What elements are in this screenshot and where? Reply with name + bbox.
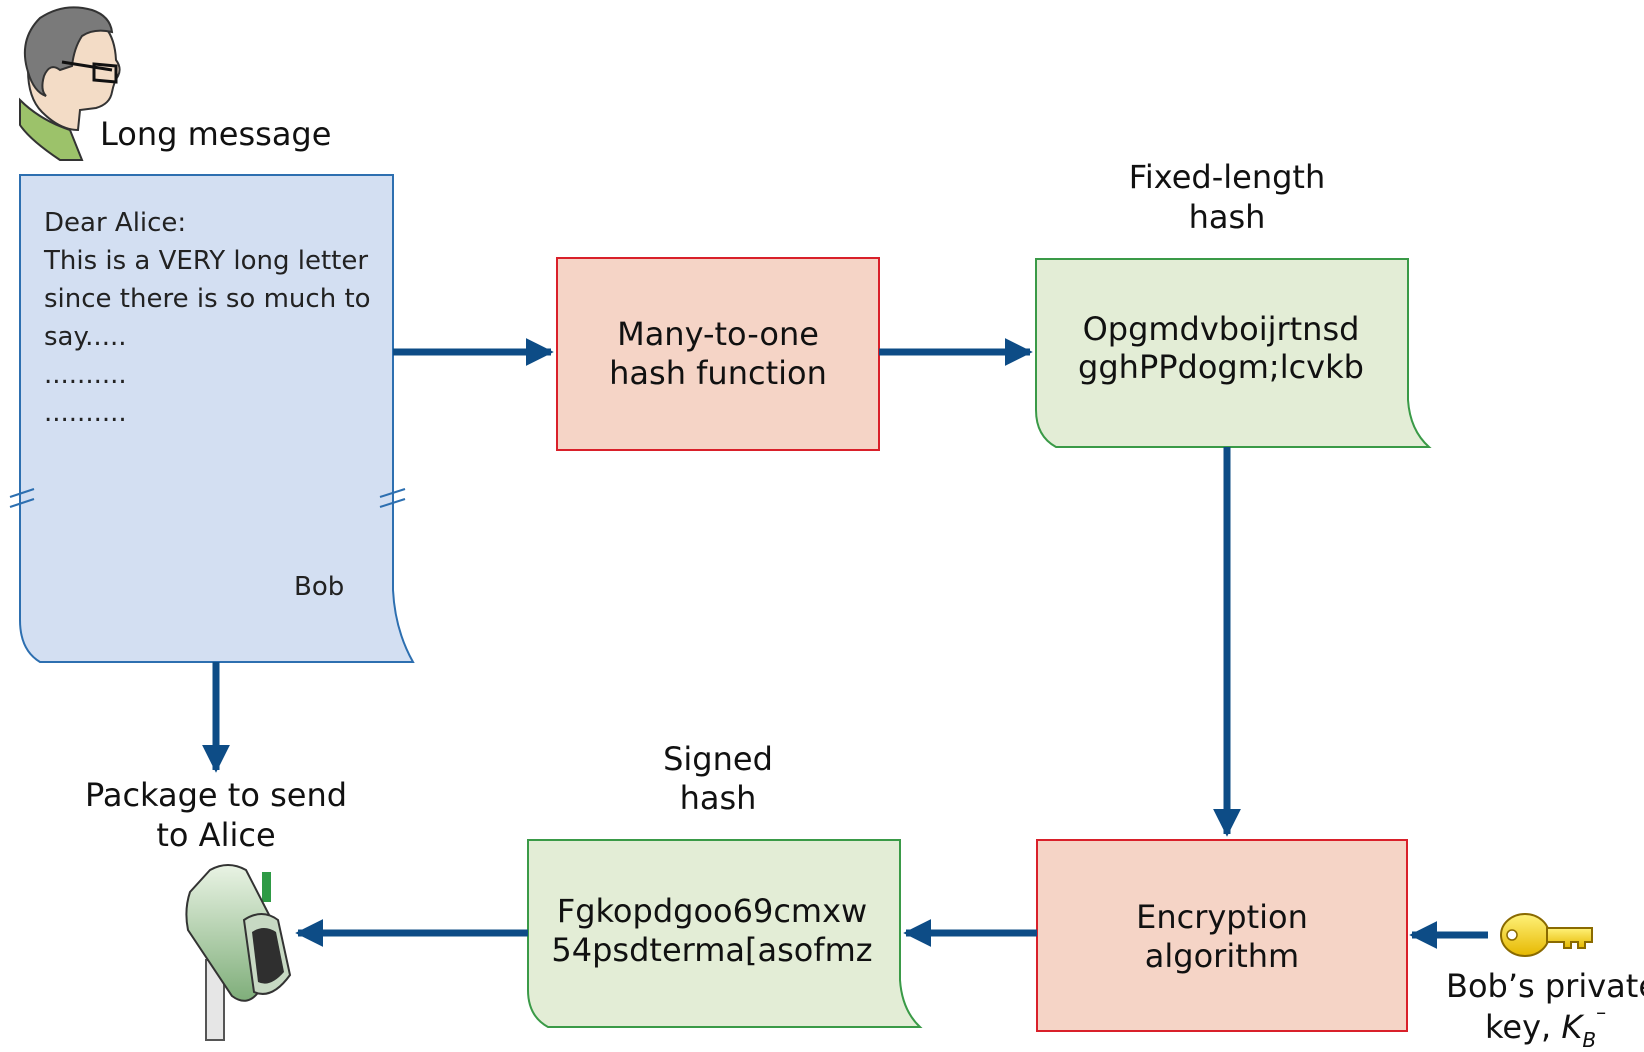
svg-text:..........: .......... [44,398,127,428]
encryption-box [1036,839,1408,1032]
person-with-glasses-icon [19,6,121,161]
signed-hash-caption-1: Signed [663,740,773,778]
svg-text:Dear Alice:: Dear Alice: [44,208,186,238]
letter-signature: Bob [294,572,344,602]
hash-function-label-2: hash function [609,354,827,392]
signed-hash-value-1: Fgkopdgoo69cmxw [557,892,867,930]
fixed-hash-caption-2: hash [1189,198,1266,236]
fixed-hash-document [1035,258,1432,448]
svg-text:say.....: say..... [44,322,126,352]
hash-function-box [556,257,880,451]
signed-hash-caption-2: hash [680,779,757,817]
key-caption-2: key, KB– [1485,1000,1606,1052]
flow-arrows [202,338,1488,949]
package-caption-1: Package to send [85,776,347,814]
encryption-label-1: Encryption [1136,898,1308,936]
package-caption-2: to Alice [156,816,275,854]
key-icon [1500,913,1593,957]
letter-text: Dear Alice: This is a VERY long letter s… [43,208,371,428]
mailbox-icon [185,864,292,1041]
fixed-hash-caption-1: Fixed-length [1129,158,1325,196]
svg-text:This is a VERY long letter: This is a VERY long letter [43,246,368,276]
sender-caption: Long message [100,115,331,153]
key-caption-1: Bob’s private [1446,967,1644,1005]
svg-text:since there is so much to: since there is so much to [44,284,371,314]
encryption-label-2: algorithm [1145,937,1299,975]
signed-hash-value-2: 54psdterma[asofmz [551,931,872,969]
fixed-hash-value-1: Opgmdvboijrtnsd [1083,310,1360,348]
hash-function-label-1: Many-to-one [617,315,819,353]
letter-break-marks [9,488,406,508]
svg-text:..........: .......... [44,360,127,390]
letter-document [19,174,415,663]
signed-hash-document [527,839,923,1028]
fixed-hash-value-2: gghPPdogm;lcvkb [1078,348,1364,386]
